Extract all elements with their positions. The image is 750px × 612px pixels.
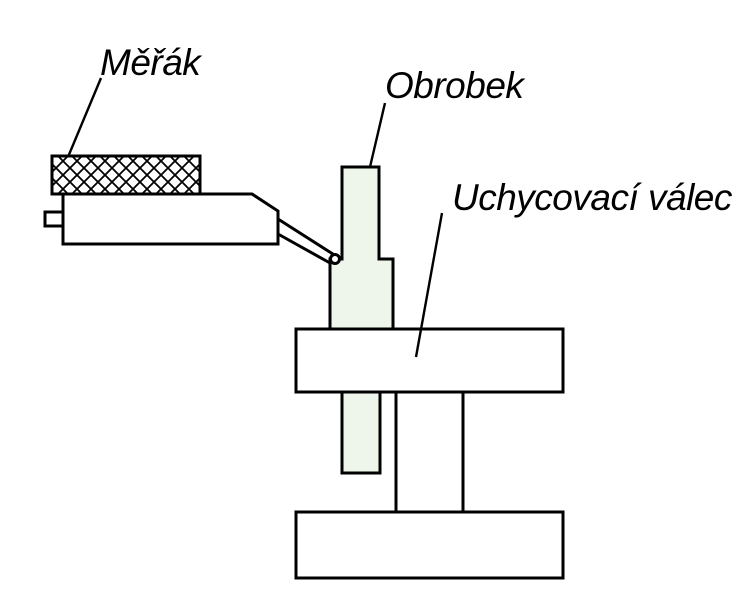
gauge-probe-arm — [277, 217, 337, 265]
gauge-probe-tip — [329, 253, 341, 265]
base-plate — [294, 510, 565, 580]
leader-line-clamping-roller — [414, 212, 444, 358]
workpiece-shape — [328, 165, 395, 475]
clamping-roller — [294, 327, 565, 394]
leader-line-gauge — [66, 77, 103, 158]
label-clamping-roller: Uchycovací válec — [452, 177, 732, 218]
label-gauge: Měřák — [100, 42, 201, 83]
gauge-body — [61, 192, 280, 246]
leader-line-workpiece — [368, 102, 387, 168]
gauge-stem — [43, 210, 65, 228]
support-column — [394, 390, 465, 514]
label-workpiece: Obrobek — [385, 65, 524, 106]
gauge-knurled-grip — [50, 154, 202, 196]
